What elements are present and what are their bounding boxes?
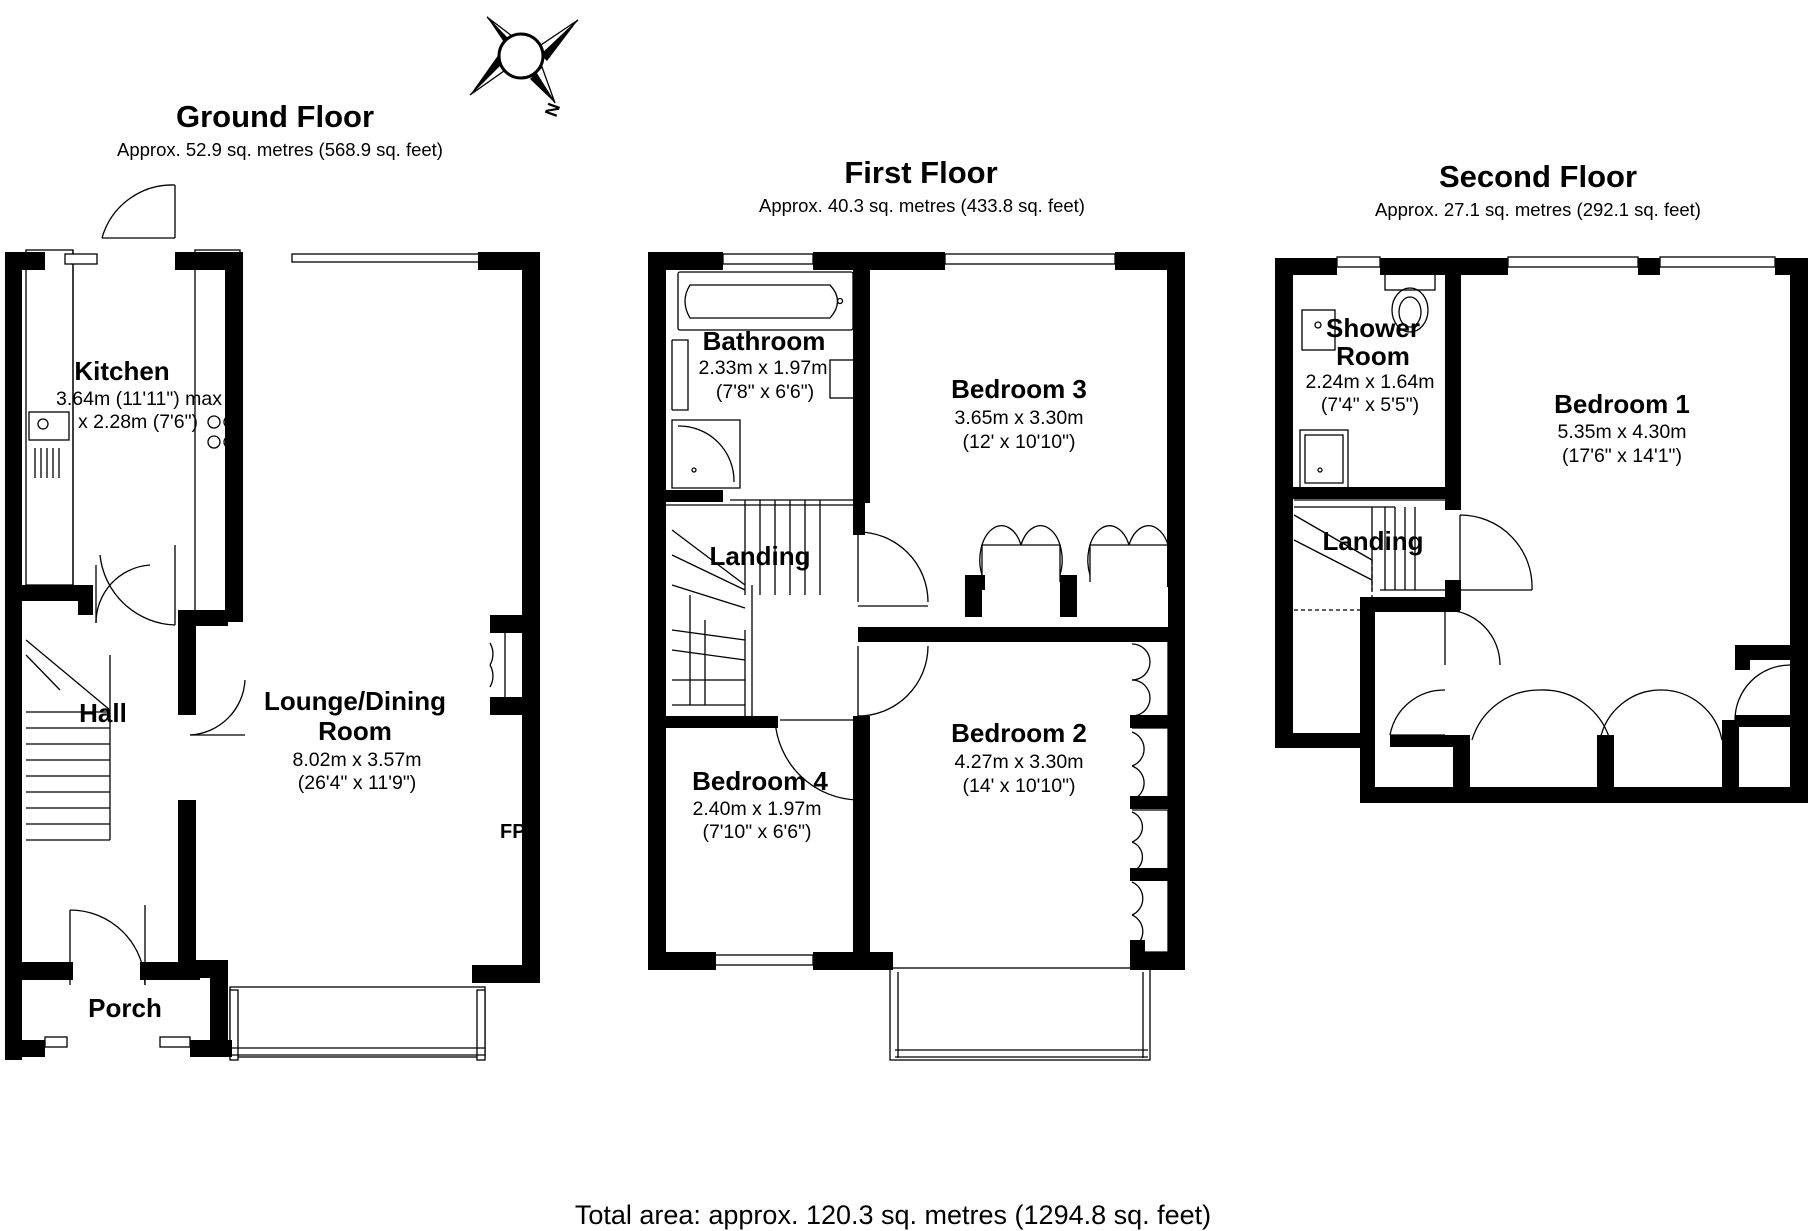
shower-room-dim-2: (7'4" x 5'5") (1321, 394, 1419, 416)
bedroom-2-label: Bedroom 2 (951, 718, 1087, 748)
bathroom-label: Bathroom (703, 326, 826, 356)
lounge-dining-dim-1: 8.02m x 3.57m (293, 749, 422, 771)
lounge-dining-label: Lounge/Dining (264, 686, 446, 716)
second-floor-area: Approx. 27.1 sq. metres (292.1 sq. feet) (1375, 199, 1701, 220)
bedroom-3-label: Bedroom 3 (951, 374, 1087, 404)
bedroom-4-dim-1: 2.40m x 1.97m (693, 798, 822, 820)
shower-room-label-2: Room (1336, 341, 1410, 371)
kitchen-dim-1: 3.64m (11'11") max (56, 388, 222, 410)
bedroom-4-label: Bedroom 4 (692, 766, 828, 796)
lounge-dining-label-2: Room (318, 716, 392, 746)
second-landing-label: Landing (1322, 526, 1423, 556)
bathroom-dim-1: 2.33m x 1.97m (699, 357, 828, 379)
ground-floor-title: Ground Floor (176, 99, 374, 134)
shower-room-label: Shower (1326, 313, 1420, 343)
bedroom-2-dim-1: 4.27m x 3.30m (955, 751, 1084, 773)
second-floor-plan: Second Floor Approx. 27.1 sq. metres (29… (1275, 159, 1808, 803)
bedroom-1-dim-1: 5.35m x 4.30m (1558, 421, 1687, 443)
bathroom-dim-2: (7'8" x 6'6") (716, 381, 814, 403)
compass-icon: N (469, 16, 579, 119)
compass-north-label: N (541, 100, 564, 119)
second-floor-title: Second Floor (1439, 159, 1637, 194)
shower-room-dim-1: 2.24m x 1.64m (1306, 371, 1435, 393)
bedroom-1-label: Bedroom 1 (1554, 389, 1690, 419)
bedroom-2-dim-2: (14' x 10'10") (962, 775, 1075, 797)
bedroom-4-dim-2: (7'10" x 6'6") (702, 821, 811, 843)
first-floor-title: First Floor (844, 155, 997, 190)
bedroom-3-dim-2: (12' x 10'10") (962, 431, 1075, 453)
kitchen-label: Kitchen (74, 356, 169, 386)
porch-label: Porch (88, 993, 162, 1023)
kitchen-dim-2: x 2.28m (7'6") (78, 411, 198, 433)
ground-floor-area: Approx. 52.9 sq. metres (568.9 sq. feet) (117, 139, 443, 160)
lounge-dining-dim-2: (26'4" x 11'9") (298, 772, 417, 794)
fireplace-marker: FP (500, 821, 526, 843)
hall-label: Hall (79, 698, 127, 728)
first-floor-plan: First Floor Approx. 40.3 sq. metres (433… (648, 155, 1185, 1061)
bedroom-3-dim-1: 3.65m x 3.30m (955, 407, 1084, 429)
total-area: Total area: approx. 120.3 sq. metres (12… (575, 1200, 1211, 1230)
ground-floor-plan: Ground Floor Approx. 52.9 sq. metres (56… (5, 99, 540, 1061)
first-landing-label: Landing (709, 541, 810, 571)
first-floor-area: Approx. 40.3 sq. metres (433.8 sq. feet) (759, 195, 1085, 216)
bedroom-1-dim-2: (17'6" x 14'1") (1562, 445, 1682, 467)
